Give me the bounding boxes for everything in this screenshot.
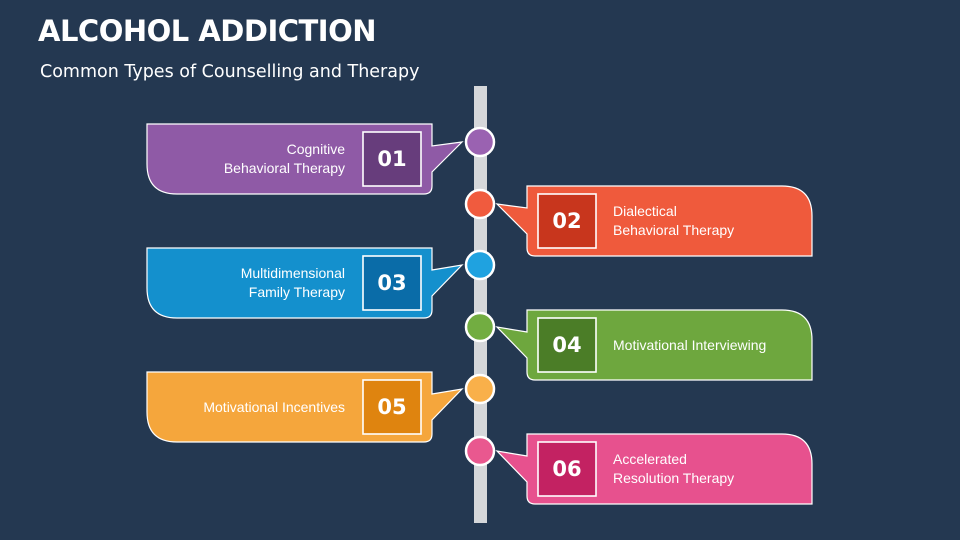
step-label-line: Cognitive [286,141,345,157]
timeline-node-01 [464,126,496,158]
step-label: Motivational Incentives [203,398,345,417]
step-card-03 [146,247,464,319]
step-number-box [537,193,597,249]
timeline-node-06 [464,435,496,467]
step-number-box [362,131,422,187]
step-label-line: Accelerated [613,451,687,467]
step-label-line: Motivational Incentives [203,398,345,415]
step-label-line: Family Therapy [248,284,345,300]
step-number: 06 [552,457,582,481]
timeline-node-05 [464,373,496,405]
step-card-01 [146,123,464,195]
page-title: ALCOHOL ADDICTION [38,14,377,48]
step-card-02 [495,185,813,257]
page-subtitle: Common Types of Counselling and Therapy [40,62,420,82]
step-number-box [362,379,422,435]
step-card-04 [495,309,813,381]
step-label: Motivational Interviewing [613,336,766,355]
step-number: 04 [552,333,582,357]
step-number: 02 [552,209,582,233]
step-number: 05 [377,395,407,419]
step-number-box [537,441,597,497]
timeline-node-02 [464,188,496,220]
timeline-node-04 [464,311,496,343]
step-label-line: Multidimensional [240,265,345,281]
timeline-node-03 [464,249,496,281]
step-number-box [362,255,422,311]
step-label-line: Resolution Therapy [613,470,735,486]
step-number: 01 [377,147,407,171]
step-number: 03 [377,271,407,295]
step-card-06 [495,433,813,505]
step-label-line: Motivational Interviewing [613,336,767,353]
step-label-line: Behavioral Therapy [223,160,345,176]
step-card-05 [146,371,464,443]
step-label-line: Dialectical [613,203,677,219]
step-number-box [537,317,597,373]
step-label-line: Behavioral Therapy [613,222,735,238]
